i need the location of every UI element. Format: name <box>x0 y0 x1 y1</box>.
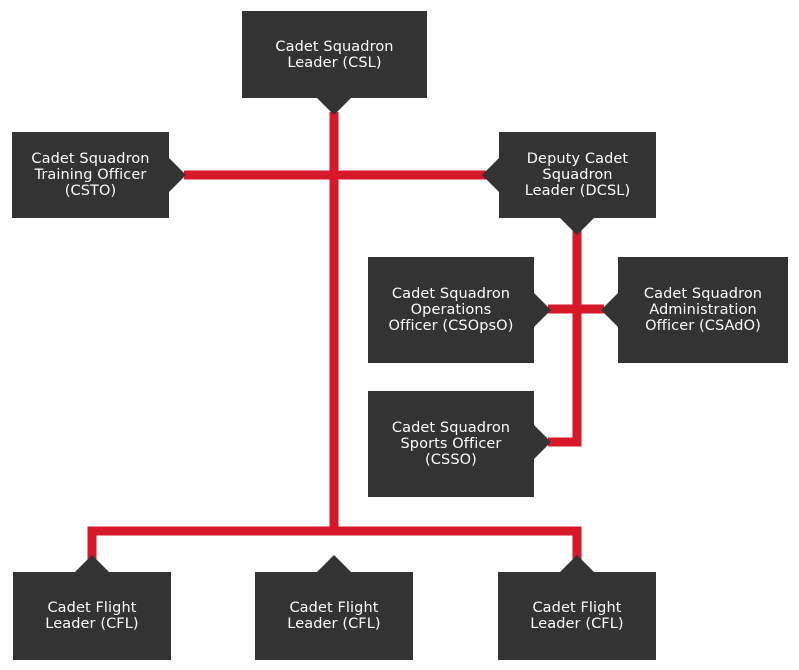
cfl-node-1: Cadet Flight Leader (CFL) <box>13 572 171 660</box>
dcsl-pointer-left <box>482 157 500 193</box>
csto-pointer <box>168 157 186 193</box>
dcsl-label: Deputy Cadet Squadron Leader (DCSL) <box>524 151 631 199</box>
csopso-node: Cadet Squadron Operations Officer (CSOps… <box>368 257 534 363</box>
cfl-3-label: Cadet Flight Leader (CFL) <box>530 600 624 632</box>
csado-pointer <box>601 292 619 328</box>
cfl-2-pointer <box>316 555 352 573</box>
csl-node: Cadet Squadron Leader (CSL) <box>242 11 427 98</box>
flight-bar-line <box>87 526 582 566</box>
csso-pointer <box>533 424 551 460</box>
csso-node: Cadet Squadron Sports Officer (CSSO) <box>368 391 534 497</box>
csso-label: Cadet Squadron Sports Officer (CSSO) <box>391 420 511 468</box>
csado-label: Cadet Squadron Administration Officer (C… <box>643 286 763 334</box>
csopso-pointer <box>533 292 551 328</box>
cfl-node-2: Cadet Flight Leader (CFL) <box>255 572 413 660</box>
cfl-1-pointer <box>74 555 110 573</box>
dcsl-node: Deputy Cadet Squadron Leader (DCSL) <box>499 132 656 218</box>
csl-pointer <box>316 97 352 115</box>
csto-node: Cadet Squadron Training Officer (CSTO) <box>12 132 169 218</box>
dcsl-pointer-down <box>559 217 595 235</box>
csopso-label: Cadet Squadron Operations Officer (CSOps… <box>388 286 514 334</box>
csl-label: Cadet Squadron Leader (CSL) <box>275 38 394 71</box>
csto-label: Cadet Squadron Training Officer (CSTO) <box>31 151 150 199</box>
dcsl-branch-line <box>548 230 582 447</box>
cfl-2-label: Cadet Flight Leader (CFL) <box>287 600 381 632</box>
csado-node: Cadet Squadron Administration Officer (C… <box>618 257 788 363</box>
cfl-node-3: Cadet Flight Leader (CFL) <box>498 572 656 660</box>
cfl-1-label: Cadet Flight Leader (CFL) <box>45 600 139 632</box>
cfl-3-pointer <box>559 555 595 573</box>
